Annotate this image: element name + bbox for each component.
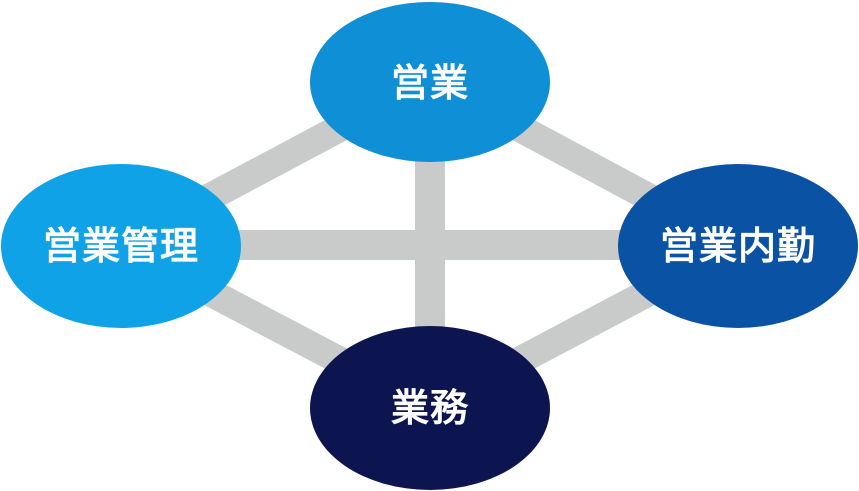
node-bottom-shape (310, 326, 550, 490)
node-right-label: 営業内勤 (660, 224, 816, 268)
node-left: 営業管理 (1, 164, 241, 328)
node-left-shape (1, 164, 241, 328)
node-right: 営業内勤 (618, 164, 858, 328)
node-top-shape (310, 2, 550, 162)
node-top: 営業 (310, 2, 550, 162)
node-right-shape (618, 164, 858, 328)
node-bottom: 業務 (310, 326, 550, 490)
node-left-label: 営業管理 (43, 224, 199, 268)
node-top-label: 営業 (391, 61, 469, 105)
node-bottom-label: 業務 (391, 386, 469, 430)
